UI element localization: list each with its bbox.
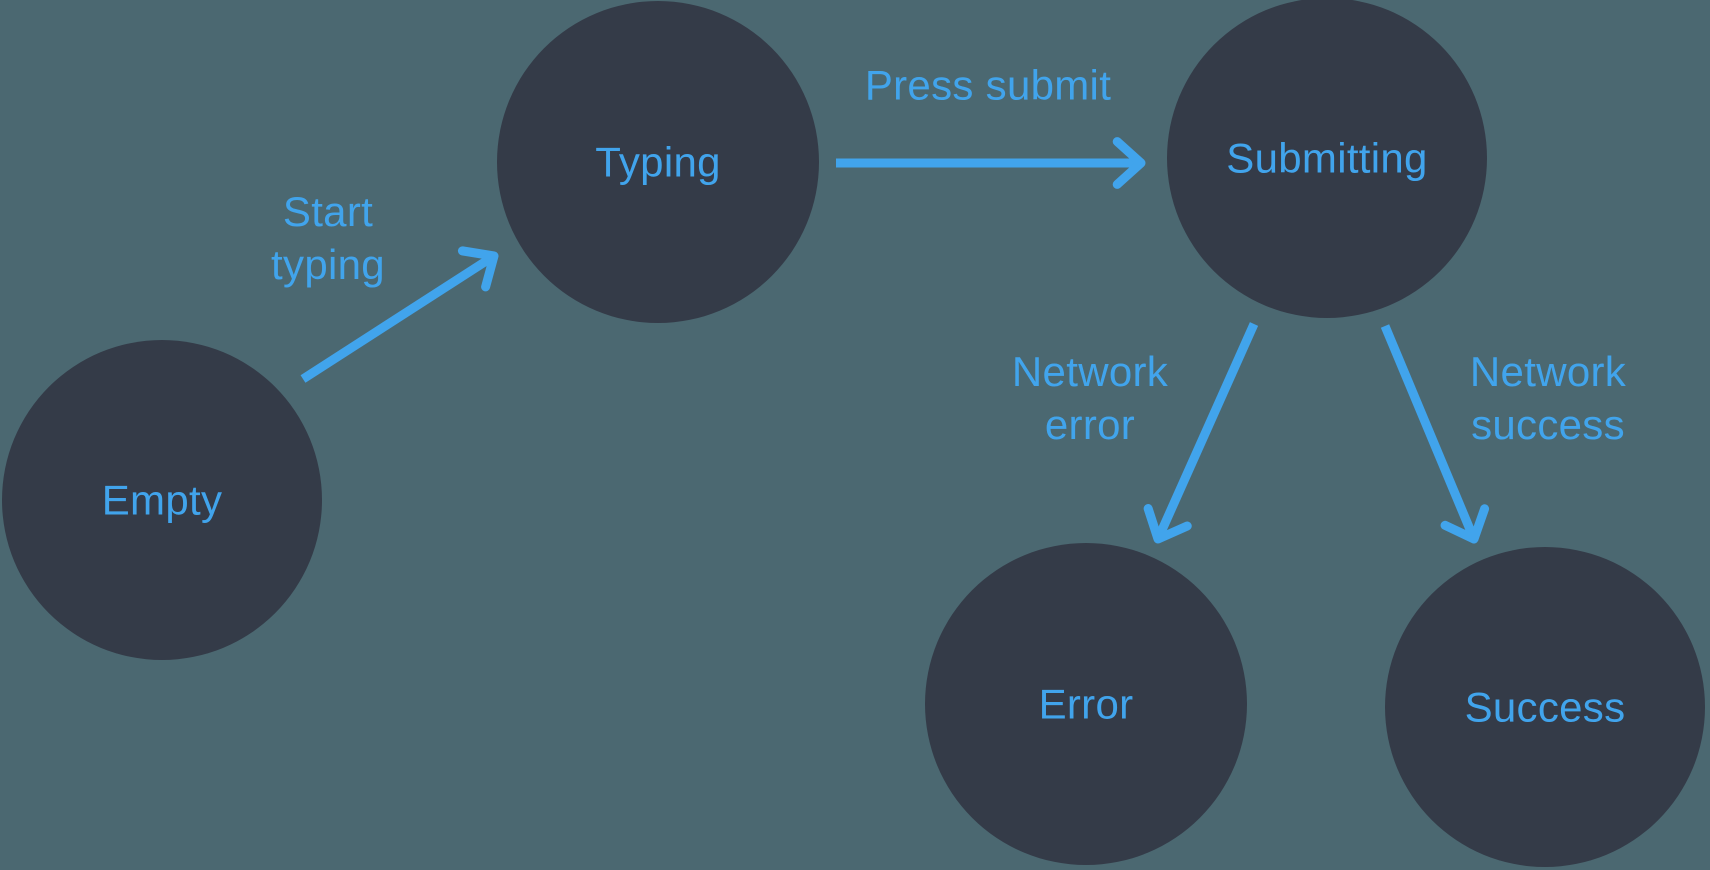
- state-node-submitting: [1167, 0, 1487, 318]
- transition-arrow-submitting-to-success: [1380, 324, 1490, 544]
- arrowhead-icon: [1112, 137, 1146, 189]
- transition-arrow-typing-to-submitting: [836, 137, 1146, 189]
- arrowhead-icon: [1143, 504, 1192, 544]
- arrow-shaft: [1155, 322, 1259, 539]
- transition-arrow-submitting-to-error: [1143, 322, 1259, 544]
- state-node-success: [1385, 547, 1705, 867]
- arrow-shaft: [1380, 324, 1477, 538]
- state-node-error: [925, 543, 1247, 865]
- transition-arrow-empty-to-typing: [300, 246, 499, 383]
- state-node-typing: [497, 1, 819, 323]
- arrow-shaft: [300, 253, 494, 383]
- arrowhead-icon: [457, 246, 499, 292]
- state-node-empty: [2, 340, 322, 660]
- arrowhead-icon: [1440, 504, 1490, 544]
